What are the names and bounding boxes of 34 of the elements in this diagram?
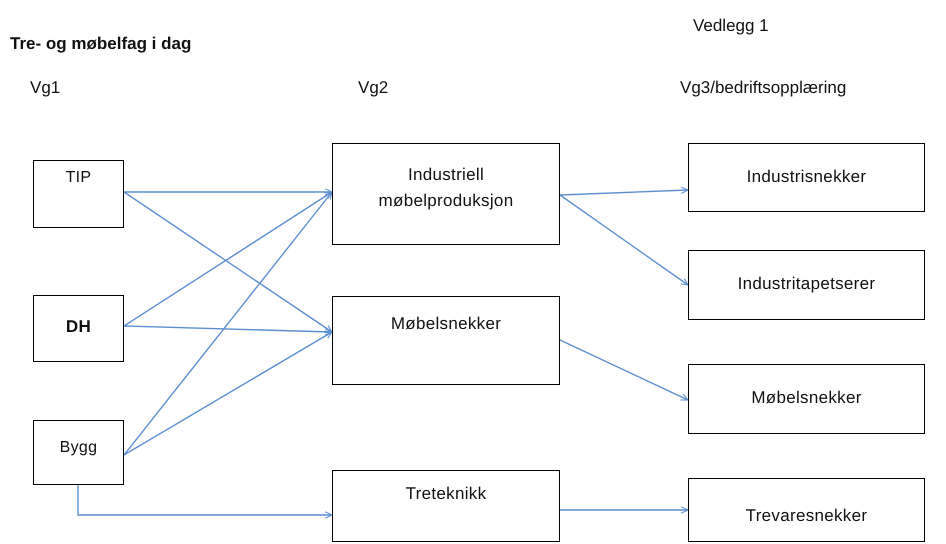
- arrow: [124, 325, 333, 336]
- arrow: [560, 194, 689, 286]
- arrow: [560, 339, 689, 401]
- box-label: DH: [64, 316, 92, 338]
- arrow: [77, 485, 333, 519]
- process-box: [332, 470, 560, 542]
- process-box: [332, 143, 560, 245]
- arrow: [560, 506, 689, 514]
- column-heading: Vg2: [358, 78, 388, 98]
- diagram-title: Tre- og møbelfag i dag: [10, 34, 192, 54]
- appendix-label: Vedlegg 1: [693, 16, 769, 36]
- box-label: Møbelsnekker: [750, 387, 863, 409]
- column-heading: Vg1: [30, 78, 60, 98]
- box-label: Industritapetserer: [736, 273, 876, 295]
- process-box: [688, 143, 925, 212]
- process-box: [688, 364, 925, 434]
- box-label: Møbelsnekker: [390, 313, 502, 335]
- process-box: [33, 420, 124, 485]
- process-box: [33, 160, 124, 228]
- arrow: [124, 188, 333, 196]
- arrow: [124, 331, 333, 456]
- box-label: Bygg: [58, 438, 98, 458]
- box-label: Trevaresnekker: [744, 505, 868, 527]
- box-label: TIP: [64, 168, 92, 188]
- box-label: Treteknikk: [404, 483, 488, 505]
- box-label: Industrisnekker: [746, 166, 868, 188]
- arrow: [560, 186, 689, 196]
- column-heading: Vg3/bedriftsopplæring: [680, 78, 846, 98]
- box-label: Industriell møbelproduksjon: [378, 164, 514, 212]
- process-box: [332, 296, 560, 385]
- process-box: [33, 295, 124, 362]
- arrow: [123, 191, 333, 456]
- process-box: [688, 478, 925, 542]
- process-box: [688, 250, 925, 320]
